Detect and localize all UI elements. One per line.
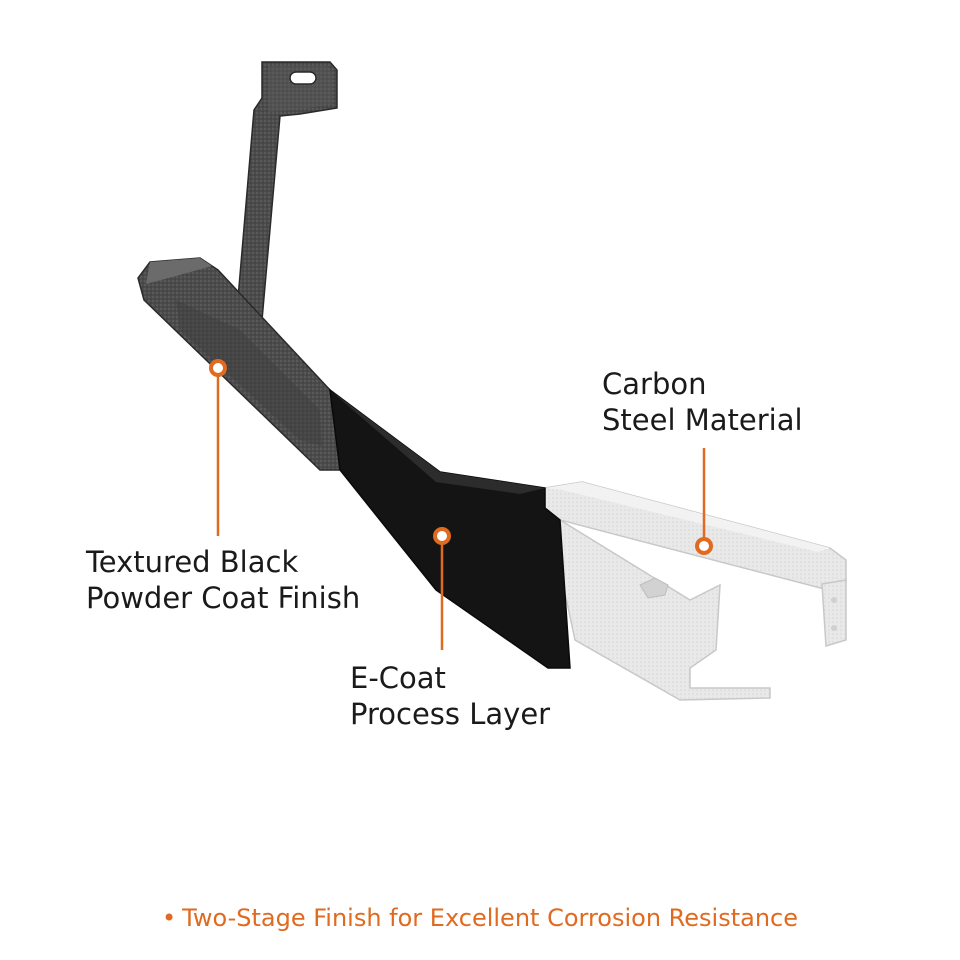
- e-coat-section: [329, 388, 571, 669]
- raw-steel-section: [538, 481, 847, 701]
- powder-coat-label-line2: Powder Coat Finish: [86, 581, 361, 615]
- powder-coat-label: Textured Black Powder Coat Finish: [86, 544, 360, 616]
- carbon-steel-label-line2: Steel Material: [602, 403, 803, 437]
- carbon-steel-label-line1: Carbon: [602, 367, 707, 401]
- footer-caption: •Two-Stage Finish for Excellent Corrosio…: [0, 898, 960, 938]
- callout-lines: [209, 359, 713, 650]
- e-coat-label-line1: E-Coat: [350, 661, 446, 695]
- powder-coat-section: [137, 257, 341, 471]
- upper-bracket: [235, 61, 338, 323]
- footer-text: Two-Stage Finish for Excellent Corrosion…: [182, 904, 798, 932]
- powder-coat-label-line1: Textured Black: [86, 545, 299, 579]
- carbon-steel-marker: [695, 537, 713, 555]
- e-coat-label: E-Coat Process Layer: [350, 660, 550, 732]
- powder-coat-marker: [209, 359, 227, 377]
- bracket-slot: [289, 71, 317, 85]
- e-coat-marker: [433, 527, 451, 545]
- e-coat-label-line2: Process Layer: [350, 697, 551, 731]
- carbon-steel-label: Carbon Steel Material: [602, 366, 803, 438]
- bullet-icon: •: [161, 904, 177, 932]
